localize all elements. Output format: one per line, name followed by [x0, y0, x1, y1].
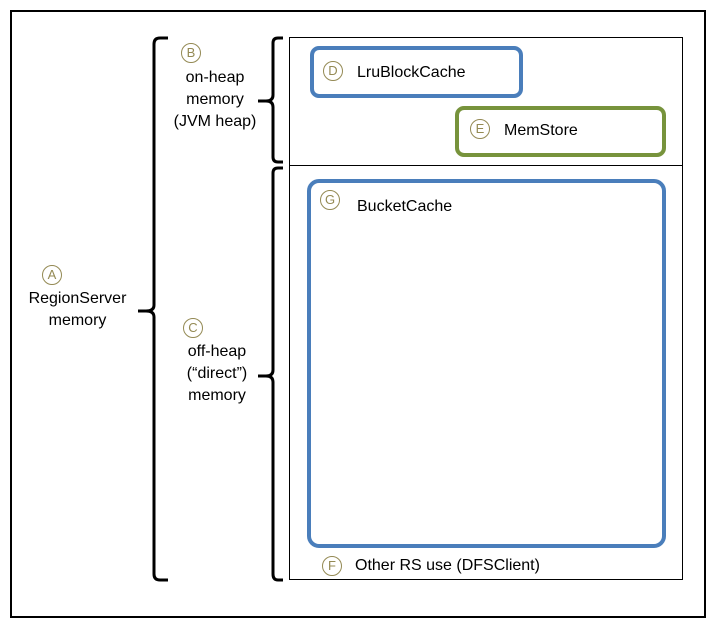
other-rs-use-label: Other RS use (DFSClient): [355, 557, 540, 574]
off-heap-region: [289, 165, 683, 580]
memstore-box: [455, 106, 666, 157]
lru-block-cache-label: LruBlockCache: [357, 64, 466, 81]
off-heap-label: off-heap (“direct”) memory: [186, 343, 248, 404]
badge-e: E: [470, 119, 490, 139]
region-server-label: RegionServer memory: [28, 290, 127, 329]
lru-block-cache-box: [310, 46, 523, 98]
off-heap-brace: [258, 166, 283, 582]
badge-f: F: [322, 556, 342, 576]
region-server-brace: [138, 36, 168, 582]
memstore-label: MemStore: [504, 122, 578, 139]
badge-g: G: [320, 190, 340, 210]
on-heap-label: on-heap memory (JVM heap): [173, 69, 257, 130]
bucket-cache-label: BucketCache: [357, 198, 453, 215]
badge-c: C: [183, 318, 203, 338]
badge-a: A: [42, 265, 62, 285]
bucket-cache-box: [307, 179, 666, 548]
on-heap-brace: [258, 36, 283, 164]
badge-b: B: [181, 43, 201, 63]
badge-d: D: [323, 61, 343, 81]
diagram-frame: [10, 10, 706, 618]
